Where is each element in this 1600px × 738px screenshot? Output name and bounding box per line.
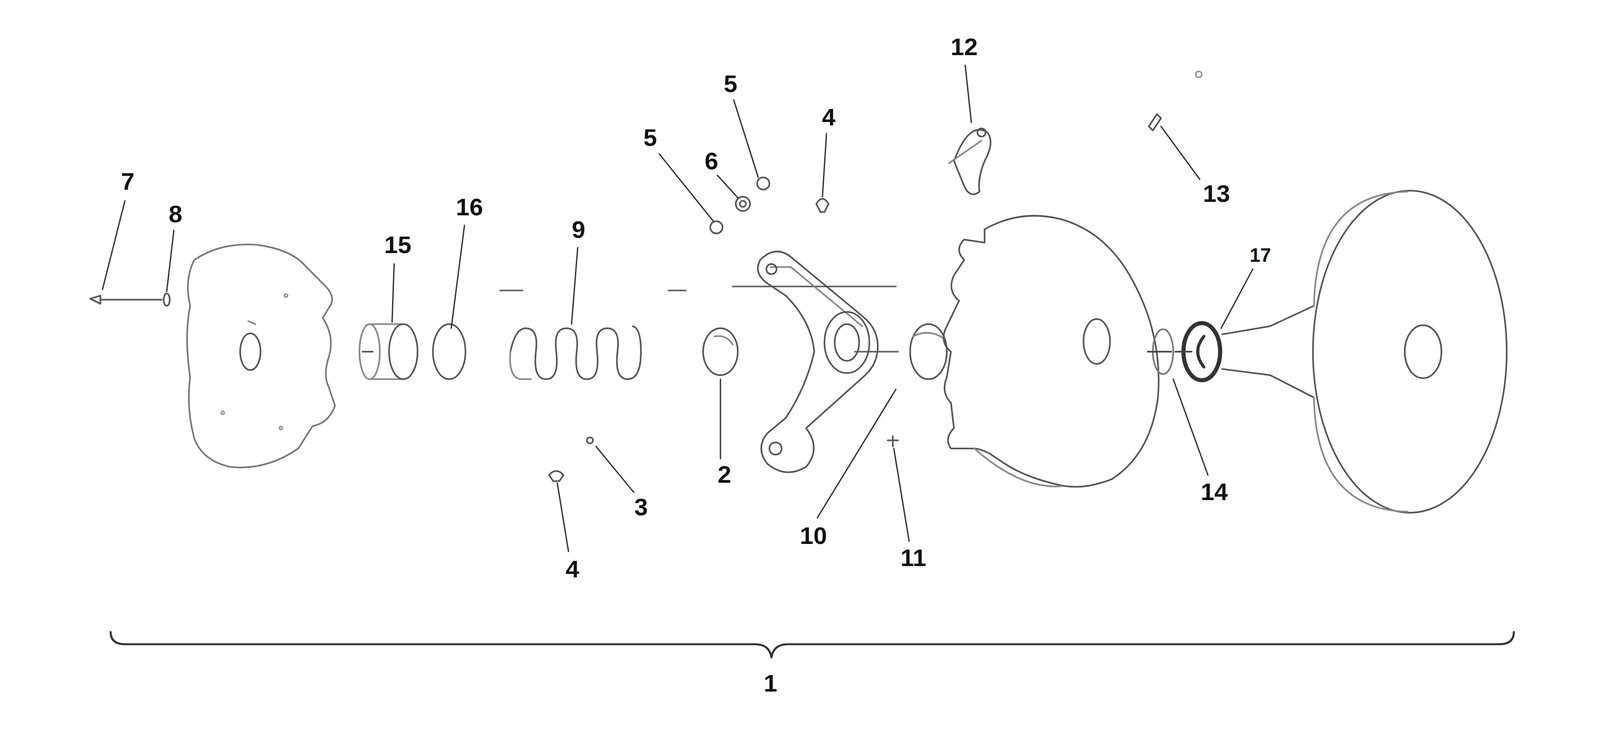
callout-number: 5 <box>720 71 740 96</box>
callout-number: 8 <box>165 201 185 227</box>
callout-number: 6 <box>701 148 721 174</box>
callout-number: 15 <box>381 232 414 258</box>
callout-number: 9 <box>568 217 588 242</box>
callout-number: 12 <box>948 34 981 60</box>
callout-number: 13 <box>1200 181 1233 206</box>
callout-number: 11 <box>897 545 929 571</box>
callout-number: 3 <box>631 495 651 520</box>
callout-number: 1 <box>760 671 780 696</box>
callout-number: 7 <box>118 169 137 194</box>
callout-number: 4 <box>819 105 838 130</box>
callout-number: 4 <box>562 557 582 582</box>
callout-number: 14 <box>1198 479 1231 505</box>
callout-number: 10 <box>797 523 830 549</box>
callout-number: 16 <box>453 195 486 220</box>
callout-number: 17 <box>1247 245 1274 265</box>
callout-number: 2 <box>714 462 734 487</box>
callout-number: 5 <box>640 125 660 150</box>
